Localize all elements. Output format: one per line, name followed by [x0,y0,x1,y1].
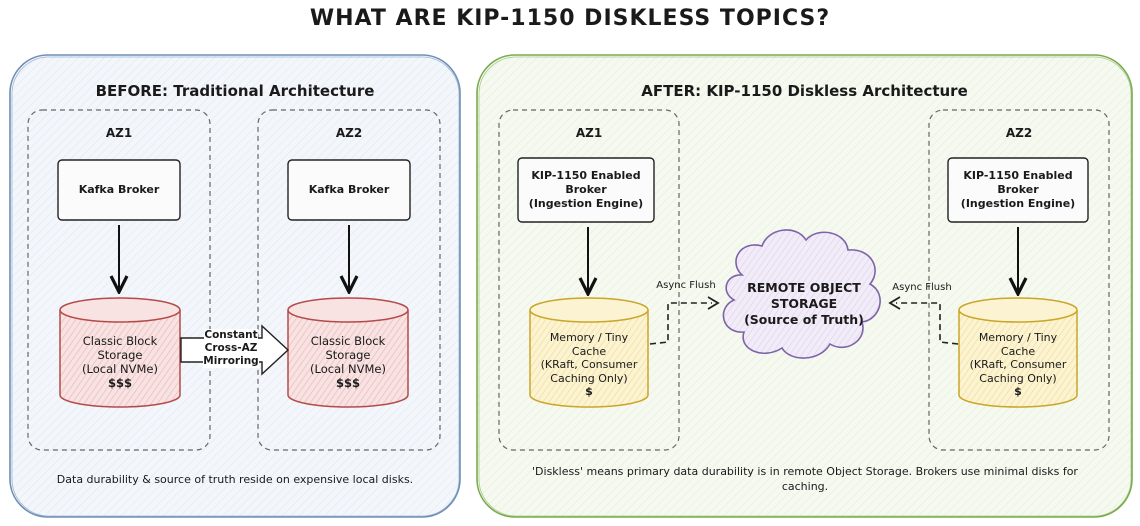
remote-line: REMOTE OBJECT [747,280,861,295]
after-az1-label: AZ1 [575,126,603,140]
before-az2-storage-label: Classic Block Storage (Local NVMe) $$$ [288,326,408,398]
before-panel [9,54,461,518]
before-title: BEFORE: Traditional Architecture [95,82,375,100]
storage-line: (Local NVMe) [82,362,158,376]
after-az2-cache-cylinder [958,297,1078,408]
cache-line: Cache [571,344,607,358]
flush-right-label: Async Flush [892,282,952,293]
after-az1-zone [498,109,680,451]
before-az1-storage-cylinder [59,297,181,408]
broker-line: (Ingestion Engine) [960,197,1076,210]
after-caption-line: 'Diskless' means primary data durability… [532,465,1078,478]
before-az1-zone [27,109,211,451]
before-az1-broker-label: Kafka Broker [78,183,160,196]
broker-line: KIP-1150 Enabled [531,169,641,182]
before-caption: Data durability & source of truth reside… [56,473,414,486]
after-caption-line: caching. [781,480,829,493]
cache-line: Memory / Tiny [549,331,629,345]
cache-line: Caching Only) [550,371,628,385]
before-az2-storage-cylinder [287,297,409,408]
broker-line: (Ingestion Engine) [528,197,644,210]
mirroring-line: Cross-AZ [204,341,258,355]
after-az1-cache-cylinder [529,297,649,408]
storage-line: Storage [325,348,371,362]
after-az2-cache-label: Memory / Tiny Cache (KRaft, Consumer Cac… [959,325,1077,405]
mirroring-line: Constant [204,328,258,342]
cache-cost: $ [585,385,593,399]
before-az1-broker-box [57,159,181,221]
storage-line: (Local NVMe) [310,362,386,376]
remote-storage-label: REMOTE OBJECT STORAGE (Source of Truth) [734,272,874,336]
after-title: AFTER: KIP-1150 Diskless Architecture [641,82,968,100]
remote-storage-cloud [722,229,881,359]
after-az1-broker-label: KIP-1150 Enabled Broker (Ingestion Engin… [518,158,654,222]
mirroring-label: Constant Cross-AZ Mirroring [196,326,266,370]
remote-line: (Source of Truth) [744,312,864,327]
broker-line: Broker [565,183,607,196]
before-az2-label: AZ2 [335,126,363,140]
broker-line: KIP-1150 Enabled [963,169,1073,182]
after-az1-cache-label: Memory / Tiny Cache (KRaft, Consumer Cac… [530,325,648,405]
cache-line: Memory / Tiny [978,331,1058,345]
after-az2-broker-box [947,157,1089,223]
after-caption: 'Diskless' means primary data durability… [490,464,1120,494]
storage-line: Storage [97,348,143,362]
after-az2-zone [928,109,1110,451]
cache-line: Cache [1000,344,1036,358]
before-az2-zone [257,109,441,451]
storage-line: Classic Block [82,334,158,348]
before-az2-broker-label: Kafka Broker [308,183,390,196]
before-az2-broker-box [287,159,411,221]
flush-left-label: Async Flush [656,280,716,291]
remote-line: STORAGE [770,296,838,311]
cache-line: (KRaft, Consumer [969,358,1067,372]
after-az2-broker-label: KIP-1150 Enabled Broker (Ingestion Engin… [948,158,1088,222]
broker-line: Broker [997,183,1039,196]
before-az1-storage-label: Classic Block Storage (Local NVMe) $$$ [60,326,180,398]
cache-cost: $ [1014,385,1022,399]
mirroring-line: Mirroring [203,354,259,368]
after-az1-broker-box [517,157,655,223]
storage-line: Classic Block [310,334,386,348]
cache-line: Caching Only) [979,371,1057,385]
after-az2-label: AZ2 [1005,126,1033,140]
cache-line: (KRaft, Consumer [540,358,638,372]
storage-cost: $$$ [107,376,132,390]
page-title: WHAT ARE KIP-1150 DISKLESS TOPICS? [309,6,831,31]
storage-cost: $$$ [335,376,360,390]
before-az1-label: AZ1 [105,126,133,140]
